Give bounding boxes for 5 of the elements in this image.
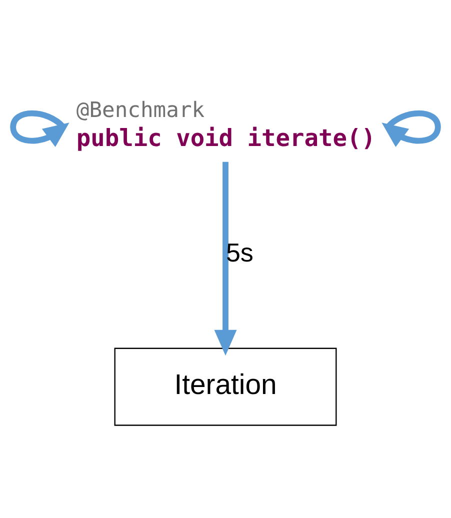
arrow (10, 110, 70, 147)
arrow (382, 110, 441, 147)
node-text: @Benchmark public void iterate() (76, 98, 376, 152)
arrow (214, 162, 237, 356)
node-box: Iteration (114, 348, 337, 426)
